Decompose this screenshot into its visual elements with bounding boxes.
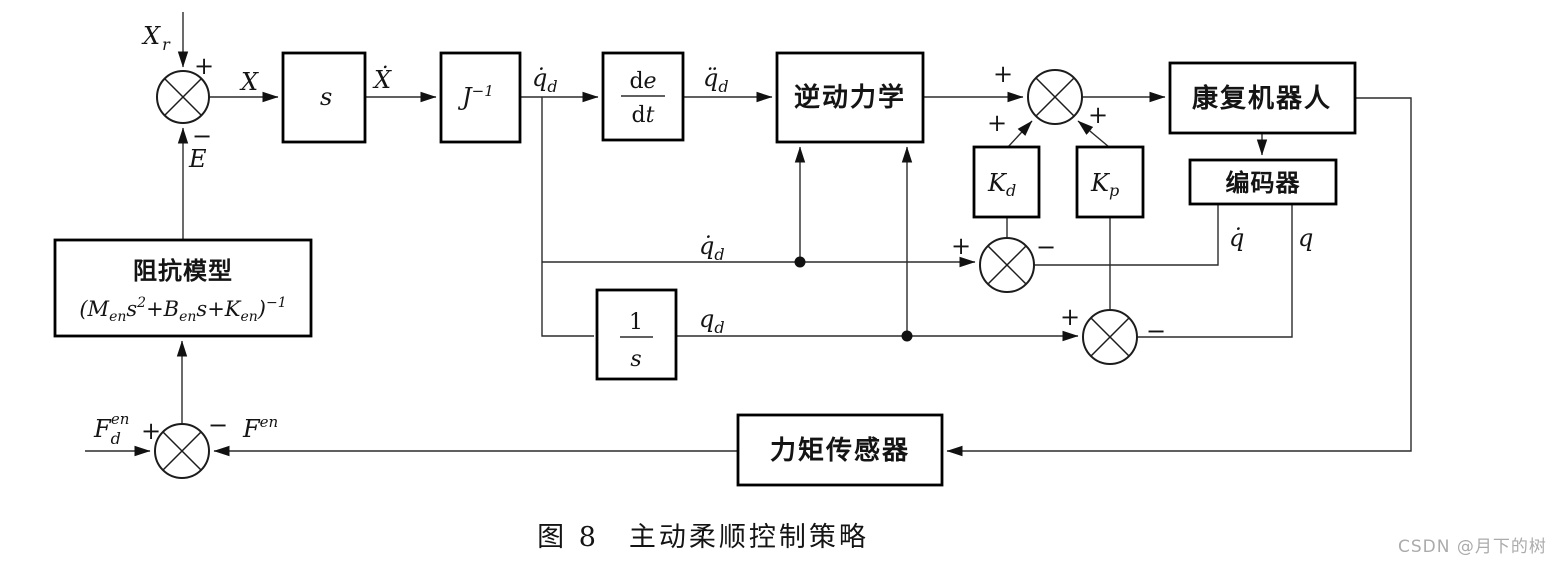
- block-impedance-title: 阻抗模型: [133, 256, 233, 285]
- block-rehab-robot-label: 康复机器人: [1192, 83, 1332, 114]
- wire-kp-to-junctionB: [1077, 120, 1110, 148]
- block-integrator-denominator: s: [630, 347, 641, 372]
- junction-torque-sum: [1027, 69, 1083, 125]
- block-kp-label: Kp: [1090, 169, 1119, 200]
- junction-force-error: [154, 423, 210, 479]
- label-qddotd: q̈d: [703, 64, 729, 96]
- block-jacobian-inverse: J−1: [439, 51, 522, 144]
- branch-dot-qdotd: [794, 256, 806, 268]
- label-qdot: q̇: [1229, 224, 1244, 252]
- sign-plus-kd: +: [987, 109, 1007, 137]
- figure-caption: 图 8 主动柔顺控制策略: [537, 522, 869, 553]
- block-rehab-robot: 康复机器人: [1168, 61, 1357, 135]
- block-torque-sensor: 力矩传感器: [736, 413, 944, 487]
- sign-minus-fmeasured: −: [208, 411, 228, 439]
- label-error: E: [188, 145, 207, 173]
- sign-plus-kp: +: [1088, 101, 1108, 129]
- wire-qdotd-branch-down: [541, 97, 594, 337]
- junction-velocity-error: [979, 237, 1035, 293]
- wires: [85, 12, 1412, 457]
- junction-angle-error: [1082, 309, 1138, 365]
- block-impedance-formula: (Mens2+Bens+Ken)−1: [79, 295, 286, 325]
- sign-plus-qdotd: +: [951, 232, 971, 260]
- label-f-desired: Fden: [93, 410, 129, 448]
- block-impedance-model: 阻抗模型 (Mens2+Bens+Ken)−1: [53, 238, 313, 338]
- label-q: q: [1298, 224, 1313, 252]
- block-s-label: s: [320, 83, 332, 111]
- block-encoder: 编码器: [1188, 158, 1338, 206]
- label-qdotd-mid: q̇d: [699, 232, 725, 264]
- label-f-measured: Fen: [242, 413, 278, 443]
- wire-kd-to-junctionB: [1007, 120, 1033, 148]
- block-derivative-denominator: dt: [632, 103, 655, 128]
- block-inverse-dynamics: 逆动力学: [775, 51, 925, 144]
- block-s: s: [281, 51, 367, 144]
- label-qdotd-top: q̇d: [532, 64, 558, 96]
- block-derivative: de dt: [601, 51, 685, 142]
- sign-minus-qdot: −: [1036, 233, 1056, 261]
- block-torque-sensor-label: 力矩传感器: [770, 436, 910, 466]
- sign-plus-fdesired: +: [141, 417, 161, 445]
- watermark: CSDN @月下的树: [1398, 537, 1547, 557]
- sign-plus-qd: +: [1060, 303, 1080, 331]
- wire-encoder-qdot-feedback: [1034, 204, 1219, 266]
- sign-plus-xr: +: [194, 52, 214, 80]
- label-x: X: [239, 68, 259, 96]
- wire-robot-feedback-loop: [946, 97, 1412, 457]
- block-inverse-dynamics-label: 逆动力学: [794, 82, 906, 113]
- block-integrator: 1 s: [595, 288, 678, 381]
- block-encoder-label: 编码器: [1226, 168, 1301, 197]
- block-integrator-numerator: 1: [629, 310, 643, 335]
- wire-encoder-q-feedback: [1137, 204, 1293, 338]
- block-kp-gain: Kp: [1075, 145, 1145, 219]
- block-kd-label: Kd: [987, 169, 1016, 200]
- label-xdot: Ẋ: [372, 65, 392, 94]
- block-derivative-numerator: de: [629, 69, 656, 94]
- junction-position-error: [156, 70, 210, 124]
- block-kd-gain: Kd: [972, 145, 1041, 219]
- sign-minus-q: −: [1146, 317, 1166, 345]
- branch-dot-qd: [901, 330, 913, 342]
- sign-minus-e: −: [192, 122, 212, 150]
- label-qd: qd: [699, 305, 725, 337]
- sign-plus-invdyn: +: [993, 60, 1013, 88]
